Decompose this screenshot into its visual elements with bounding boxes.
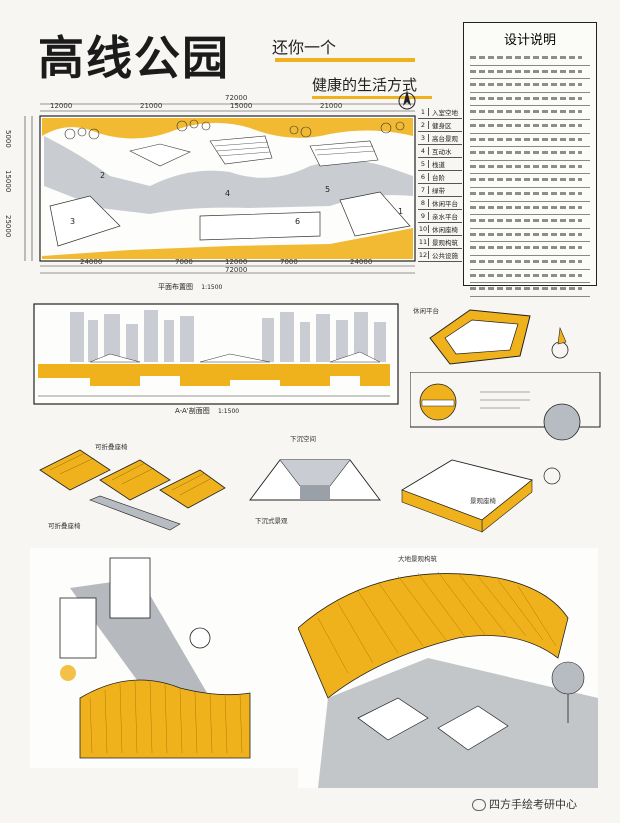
bench-sketch bbox=[400, 459, 561, 533]
svg-text:5: 5 bbox=[325, 185, 330, 194]
design-notes-panel: 设计说明 bbox=[463, 22, 597, 297]
svg-text:1: 1 bbox=[398, 207, 403, 216]
folding-seat-sketch bbox=[39, 449, 226, 531]
seat-label-top: 可折叠座椅 bbox=[95, 443, 128, 451]
platform-label: 休闲平台 bbox=[413, 307, 439, 315]
title-underline bbox=[275, 58, 415, 62]
perspective-left bbox=[30, 548, 298, 768]
slogan-line-1: 还你一个 bbox=[272, 38, 337, 57]
section-drawing bbox=[33, 303, 399, 405]
site-plan-drawing: 3 2 4 6 1 5 bbox=[24, 103, 416, 274]
slogan-line-2: 健康的生活方式 bbox=[312, 76, 418, 94]
plan-dim-top-1: 12000 bbox=[50, 102, 73, 110]
bench-label: 景观座椅 bbox=[470, 497, 496, 505]
plan-dim-bottom-2: 7000 bbox=[175, 258, 193, 266]
page-title: 高线公园 bbox=[38, 31, 230, 85]
plan-dim-top-total: 72000 bbox=[225, 94, 248, 102]
sunken-caption: 下沉式景观 bbox=[255, 517, 288, 525]
footer-signature: 四方手绘考研中心 bbox=[472, 796, 577, 812]
detail-circles bbox=[410, 372, 601, 441]
plan-dim-left-1: 5000 bbox=[4, 130, 12, 148]
design-notes-text-lines bbox=[464, 52, 596, 297]
wechat-icon bbox=[472, 799, 486, 811]
svg-text:6: 6 bbox=[295, 217, 300, 226]
plan-dim-bottom-1: 24000 bbox=[80, 258, 103, 266]
svg-text:3: 3 bbox=[70, 217, 75, 226]
plan-dim-bottom-4: 7000 bbox=[280, 258, 298, 266]
section-caption: A-A'剖面图 1:1500 bbox=[175, 407, 240, 415]
perspective-right bbox=[298, 548, 598, 788]
plan-dim-top-2: 21000 bbox=[140, 102, 163, 110]
sunken-label: 下沉空间 bbox=[290, 435, 316, 443]
plan-dim-left-3: 25000 bbox=[4, 215, 12, 238]
sunken-space-sketch bbox=[249, 459, 381, 501]
plan-dim-bottom-3: 12000 bbox=[225, 258, 248, 266]
plan-dim-bottom-5: 24000 bbox=[350, 258, 373, 266]
plan-dim-left-2: 15000 bbox=[4, 170, 12, 193]
perspective-label: 大地景观构筑 bbox=[398, 555, 437, 563]
plan-caption: 平面布置图 1:1500 bbox=[158, 283, 223, 291]
plan-dim-bottom-total: 72000 bbox=[225, 266, 248, 274]
seat-caption: 可折叠座椅 bbox=[48, 522, 81, 530]
svg-text:4: 4 bbox=[225, 189, 230, 198]
svg-text:2: 2 bbox=[100, 171, 105, 180]
plan-dim-top-3: 15000 bbox=[230, 102, 253, 110]
plan-dim-top-4: 21000 bbox=[320, 102, 343, 110]
north-arrow-icon bbox=[398, 90, 416, 110]
platform-sketch bbox=[429, 309, 569, 365]
slogan-underline bbox=[312, 96, 432, 99]
design-notes-title: 设计说明 bbox=[503, 33, 556, 48]
